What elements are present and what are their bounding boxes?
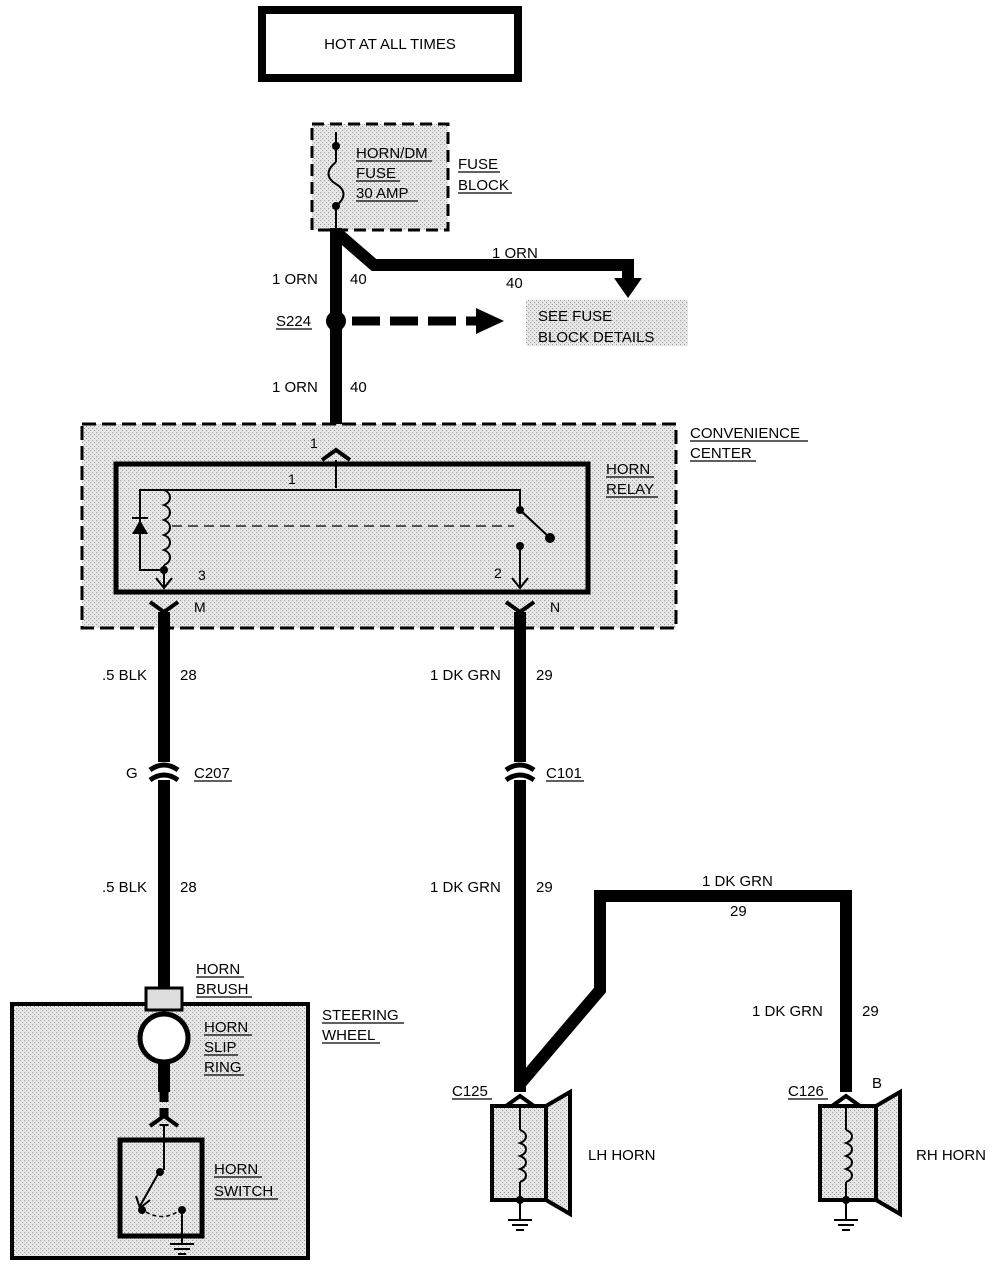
rh-horn-pin: B (872, 1075, 882, 1092)
feed-wire: 1 ORN 40 1 ORN 40 (272, 227, 642, 460)
horn-switch-label-1: HORN (214, 1161, 258, 1178)
inner-pin-1: 1 (288, 471, 296, 487)
ground-icon (170, 1243, 194, 1255)
horn-brush-label-2: BRUSH (196, 981, 249, 998)
horn-relay (113, 461, 591, 595)
blk-upper-gauge: .5 BLK (102, 667, 147, 684)
fuse-label-1: HORN/DM (356, 145, 428, 162)
blk-upper-circuit: 28 (180, 667, 197, 684)
horn-switch-label-2: SWITCH (214, 1183, 273, 1200)
steering-wheel-label-2: WHEEL (322, 1027, 375, 1044)
switch-pin-2: 2 (494, 565, 502, 581)
ground-icon (834, 1219, 858, 1231)
coil-pin-3: 3 (198, 567, 206, 583)
c207-id: C207 (194, 765, 230, 782)
relay-feed-gauge: 1 ORN (272, 379, 318, 396)
grn-lower-circuit: 29 (536, 879, 553, 896)
dk-grn-wire: 1 DK GRN 29 C101 1 DK GRN 29 1 DK GRN 29… (430, 612, 879, 1092)
c207-pin: G (126, 765, 138, 782)
horn-relay-label-2: RELAY (606, 481, 654, 498)
horn-relay-label-1: HORN (606, 461, 650, 478)
fuse-label-2: FUSE (356, 165, 396, 182)
grn-top-circuit: 29 (730, 903, 747, 920)
lh-horn-connector: C125 (452, 1083, 488, 1100)
grn-upper-circuit: 29 (536, 667, 553, 684)
splice-id: S224 (276, 313, 311, 330)
grn-lower-gauge: 1 DK GRN (430, 879, 501, 896)
lh-horn-label: LH HORN (588, 1147, 656, 1164)
power-source-header: HOT AT ALL TIMES (258, 6, 522, 82)
rh-horn-icon (874, 1088, 902, 1218)
horn-brush-label-1: HORN (196, 961, 240, 978)
grn-right-circuit: 29 (862, 1003, 879, 1020)
relay-coil-icon (161, 489, 171, 566)
grn-top-gauge: 1 DK GRN (702, 873, 773, 890)
steering-wheel: HORN BRUSH STEERING WHEEL HORN SLIP RING… (10, 961, 404, 1260)
outer-pin-1: 1 (310, 435, 318, 451)
slip-ring-label-2: SLIP (204, 1039, 237, 1056)
convenience-center-label-2: CENTER (690, 445, 752, 462)
c101-id: C101 (546, 765, 582, 782)
fuse-label-3: 30 AMP (356, 185, 409, 202)
fuse-icon (327, 161, 345, 207)
fuse-block: HORN/DM FUSE 30 AMP FUSE BLOCK (310, 122, 512, 232)
diode-icon (132, 520, 148, 534)
splice-note-2: BLOCK DETAILS (538, 329, 654, 346)
convenience-center: CONVENIENCE CENTER 1 HORN RELAY 1 2 (80, 422, 808, 630)
rh-horn-connector: C126 (788, 1083, 824, 1100)
blk-lower-circuit: 28 (180, 879, 197, 896)
rh-horn: C126 B RH HORN (788, 1075, 986, 1231)
blk-wire: .5 BLK 28 G C207 .5 BLK 28 (102, 612, 232, 988)
fuse-block-label-1: FUSE (458, 156, 498, 173)
main-wire-gauge: 1 ORN (272, 271, 318, 288)
horn-switch (117, 1137, 205, 1239)
header-title: HOT AT ALL TIMES (324, 36, 456, 53)
blk-lower-gauge: .5 BLK (102, 879, 147, 896)
main-wire-circuit: 40 (350, 271, 367, 288)
ground-icon (508, 1219, 532, 1231)
rh-horn-label: RH HORN (916, 1147, 986, 1164)
branch-wire-gauge: 1 ORN (492, 245, 538, 262)
branch-wire-circuit: 40 (506, 275, 523, 292)
relay-feed-circuit: 40 (350, 379, 367, 396)
grn-right-gauge: 1 DK GRN (752, 1003, 823, 1020)
relay-contact-arm (519, 509, 549, 537)
connector-m: M (194, 599, 206, 615)
slip-ring-label-3: RING (204, 1059, 242, 1076)
steering-wheel-label-1: STEERING (322, 1007, 399, 1024)
lh-horn-icon (544, 1088, 572, 1218)
horn-brush-icon (144, 986, 184, 1012)
slip-ring-label-1: HORN (204, 1019, 248, 1036)
splice-s224: S224 SEE FUSE BLOCK DETAILS 1 ORN 40 (272, 300, 688, 396)
grn-upper-gauge: 1 DK GRN (430, 667, 501, 684)
splice-note-1: SEE FUSE (538, 308, 612, 325)
lh-horn: C125 LH HORN (452, 1083, 656, 1231)
fuse-block-label-2: BLOCK (458, 177, 509, 194)
horn-slip-ring-icon (137, 1011, 191, 1065)
connector-n: N (550, 599, 560, 615)
convenience-center-label-1: CONVENIENCE (690, 425, 800, 442)
